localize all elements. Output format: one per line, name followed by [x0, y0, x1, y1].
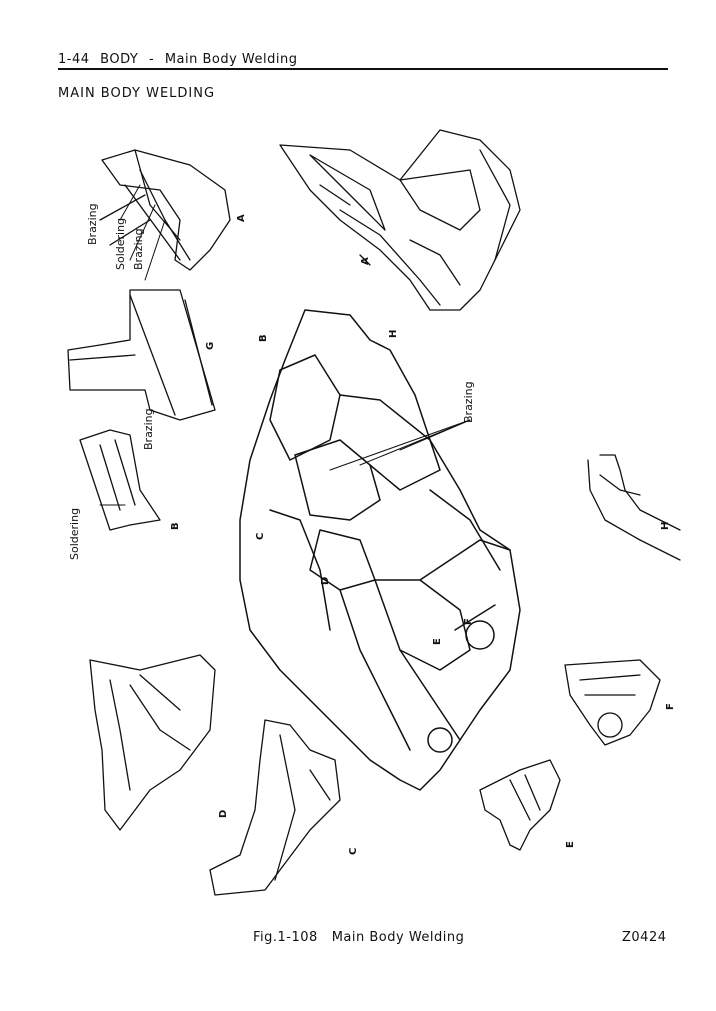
- header-separator: -: [148, 52, 155, 67]
- letter-b-arrow: B: [258, 334, 269, 342]
- header-subsection: Main Body Welding: [164, 52, 298, 67]
- figure-drawing: [67, 129, 681, 896]
- figure-caption-text: Main Body Welding: [331, 930, 465, 945]
- page-header: 1-44 BODY - Main Body Welding: [58, 52, 668, 70]
- letter-b: B: [170, 522, 181, 530]
- header-rule: [58, 68, 668, 70]
- page-number: 1-44: [58, 52, 90, 67]
- label-soldering-b: Soldering: [68, 507, 81, 560]
- label-soldering-a: Soldering: [114, 217, 127, 270]
- detail-g-drawing: [67, 289, 216, 421]
- label-brazing-a1: Brazing: [86, 203, 99, 245]
- letter-a: A: [236, 214, 247, 222]
- letter-f: F: [665, 703, 676, 710]
- letter-d-arrow: D: [320, 576, 331, 585]
- letter-f-arrow: F: [463, 618, 474, 625]
- main-body-drawing: [239, 309, 521, 791]
- letter-h: H: [660, 521, 671, 530]
- label-brazing-main: Brazing: [462, 381, 475, 423]
- letter-a-arrow: A: [360, 257, 371, 265]
- header-section: BODY: [100, 52, 139, 67]
- letter-e: E: [565, 841, 576, 848]
- detail-a-large-drawing: [279, 129, 521, 311]
- detail-b-drawing: [79, 429, 161, 531]
- letter-c-arrow: C: [255, 532, 266, 540]
- letter-e-arrow: E: [432, 638, 443, 645]
- detail-f-drawing: [564, 659, 661, 746]
- detail-d-drawing: [89, 654, 216, 831]
- leader-lines: [99, 184, 471, 506]
- section-title: MAIN BODY WELDING: [58, 86, 216, 101]
- welding-figure: Brazing Soldering Brazing Brazing Solder…: [40, 110, 690, 910]
- figure-caption: Fig.1-108 Main Body Welding: [253, 930, 464, 945]
- letter-d: D: [218, 809, 229, 818]
- letter-h-arrow: H: [388, 329, 399, 338]
- label-brazing-g: Brazing: [142, 408, 155, 450]
- detail-e-drawing: [479, 759, 561, 851]
- detail-c-drawing: [209, 719, 341, 896]
- detail-h-drawing: [587, 454, 681, 561]
- letter-c: C: [348, 847, 359, 855]
- header-text: 1-44 BODY - Main Body Welding: [58, 52, 304, 67]
- figure-code: Z0424: [622, 930, 667, 945]
- letter-g: G: [205, 341, 216, 350]
- label-brazing-a2: Brazing: [132, 228, 145, 270]
- figure-number: Fig.1-108: [253, 930, 318, 945]
